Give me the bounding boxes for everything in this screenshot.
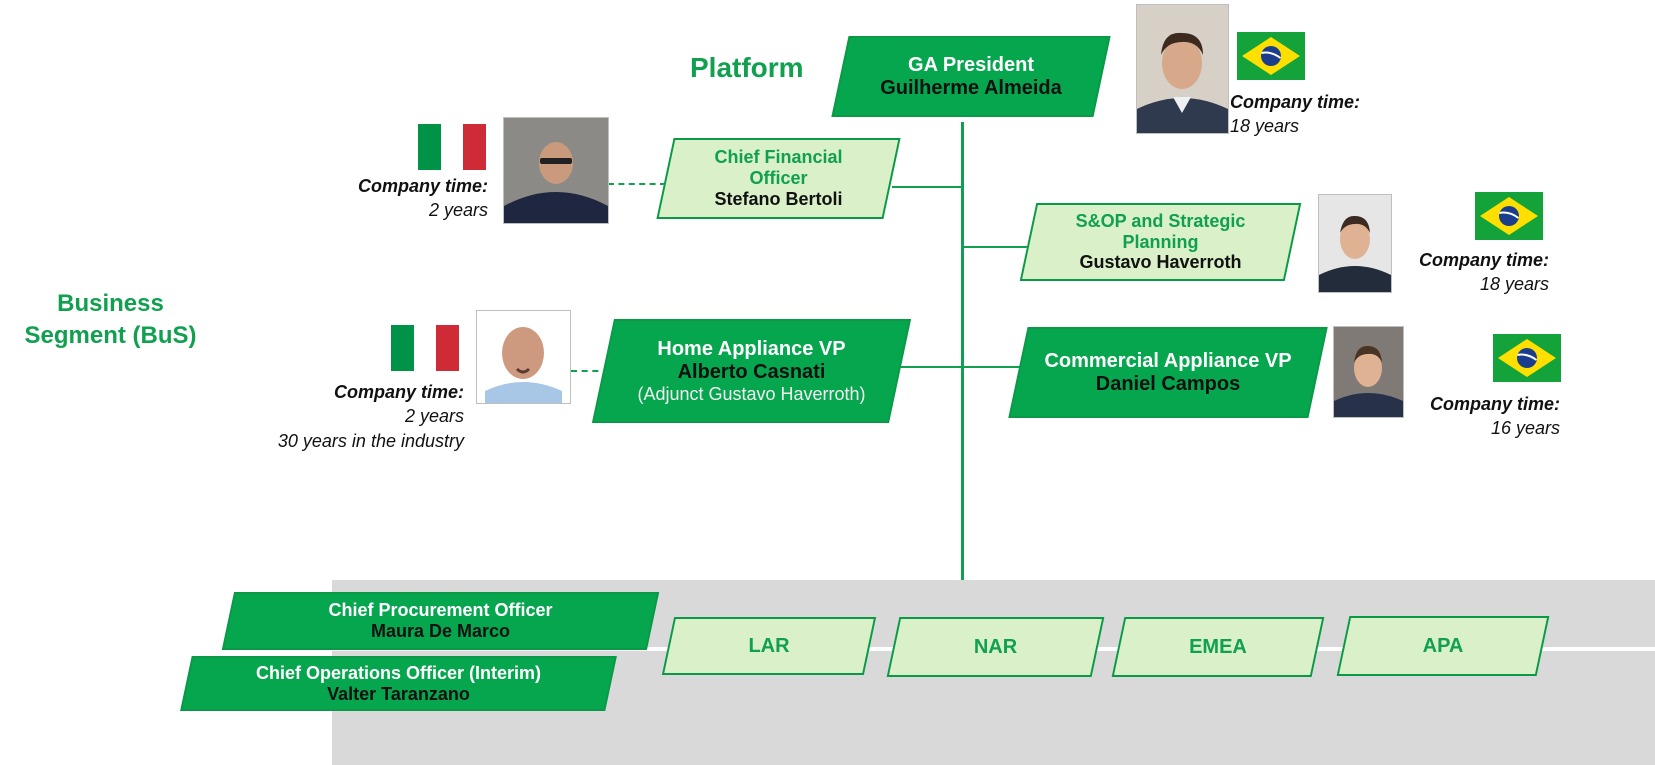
cfo-connector bbox=[892, 186, 962, 188]
cfo-photo bbox=[503, 117, 609, 224]
commercial-vp-photo bbox=[1333, 326, 1404, 418]
region-lar-box: LAR bbox=[661, 617, 877, 675]
sop-role-line1: S&OP and Strategic bbox=[1075, 210, 1246, 231]
sop-tenure-value: 18 years bbox=[1479, 274, 1549, 295]
sop-role-line2: Planning bbox=[1122, 231, 1199, 252]
operations-name: Valter Taranzano bbox=[327, 683, 470, 704]
home-vp-adjunct: (Adjunct Gustavo Haverroth) bbox=[637, 383, 866, 404]
italy-flag-icon bbox=[418, 124, 487, 170]
brazil-flag-icon bbox=[1493, 334, 1561, 382]
business-segment-label: Business Segment (BuS) bbox=[8, 288, 213, 353]
platform-label: Platform bbox=[690, 52, 804, 83]
chief-procurement-box: Chief Procurement Officer Maura De Marco bbox=[221, 592, 660, 650]
italy-flag-icon bbox=[391, 325, 460, 371]
ga-president-box: GA President Guilherme Almeida bbox=[831, 36, 1111, 117]
sop-tenure: Company time: 18 years bbox=[1395, 248, 1549, 297]
region-nar-label: NAR bbox=[973, 635, 1018, 658]
business-segment-line2: Segment (BuS) bbox=[24, 322, 197, 350]
home-appliance-vp-box: Home Appliance VP Alberto Casnati (Adjun… bbox=[591, 319, 912, 423]
ga-president-photo bbox=[1136, 4, 1229, 134]
home-vp-industry: 30 years in the industry bbox=[277, 430, 464, 451]
sop-tenure-label: Company time: bbox=[1418, 250, 1549, 270]
home-vp-tenure-value: 2 years bbox=[404, 406, 464, 427]
region-lar-label: LAR bbox=[748, 634, 790, 657]
sop-box: S&OP and Strategic Planning Gustavo Have… bbox=[1019, 203, 1302, 281]
ga-president-tenure-label: Company time: bbox=[1230, 92, 1361, 112]
brazil-flag-icon bbox=[1475, 192, 1543, 240]
cfo-name: Stefano Bertoli bbox=[714, 188, 843, 209]
ga-president-name: Guilherme Almeida bbox=[880, 76, 1062, 99]
brazil-flag-icon bbox=[1237, 32, 1305, 80]
ga-president-role: GA President bbox=[908, 53, 1034, 76]
vp-connector bbox=[898, 366, 1023, 368]
procurement-name: Maura De Marco bbox=[370, 621, 511, 641]
main-vertical-connector bbox=[961, 122, 964, 580]
commercial-vp-tenure-label: Company time: bbox=[1429, 394, 1560, 414]
commercial-vp-role: Commercial Appliance VP bbox=[1044, 349, 1292, 372]
commercial-vp-tenure-value: 16 years bbox=[1490, 418, 1560, 439]
sop-name: Gustavo Haverroth bbox=[1079, 252, 1242, 273]
cfo-box: Chief Financial Officer Stefano Bertoli bbox=[656, 138, 901, 219]
region-emea-label: EMEA bbox=[1189, 635, 1247, 658]
procurement-role: Chief Procurement Officer bbox=[328, 600, 553, 621]
region-emea-box: EMEA bbox=[1111, 617, 1325, 677]
cfo-photo-dashed-connector bbox=[608, 183, 666, 185]
cfo-tenure: Company time: 2 years bbox=[330, 174, 488, 223]
home-vp-photo bbox=[476, 310, 571, 404]
operations-role: Chief Operations Officer (Interim) bbox=[255, 662, 542, 683]
sop-connector bbox=[962, 246, 1032, 248]
home-vp-photo-dashed-connector bbox=[571, 370, 609, 372]
region-nar-box: NAR bbox=[886, 617, 1105, 677]
home-vp-role: Home Appliance VP bbox=[657, 337, 846, 360]
commercial-vp-tenure: Company time: 16 years bbox=[1405, 392, 1560, 441]
ga-president-tenure: Company time: 18 years bbox=[1230, 90, 1360, 139]
chief-operations-box: Chief Operations Officer (Interim) Valte… bbox=[180, 656, 617, 711]
cfo-role-line2: Officer bbox=[749, 168, 808, 189]
home-vp-tenure: Company time: 2 years 30 years in the in… bbox=[230, 380, 464, 453]
region-apa-label: APA bbox=[1422, 634, 1464, 657]
cfo-role-line1: Chief Financial bbox=[714, 147, 843, 168]
region-apa-box: APA bbox=[1336, 616, 1550, 676]
cfo-tenure-label: Company time: bbox=[357, 176, 488, 196]
ga-president-tenure-value: 18 years bbox=[1230, 116, 1300, 137]
business-segment-line1: Business bbox=[57, 290, 164, 317]
cfo-tenure-value: 2 years bbox=[428, 200, 488, 221]
commercial-appliance-vp-box: Commercial Appliance VP Daniel Campos bbox=[1008, 327, 1328, 418]
home-vp-tenure-label: Company time: bbox=[333, 382, 464, 402]
commercial-vp-name: Daniel Campos bbox=[1095, 372, 1241, 395]
sop-photo bbox=[1318, 194, 1392, 293]
home-vp-name: Alberto Casnati bbox=[677, 360, 826, 383]
